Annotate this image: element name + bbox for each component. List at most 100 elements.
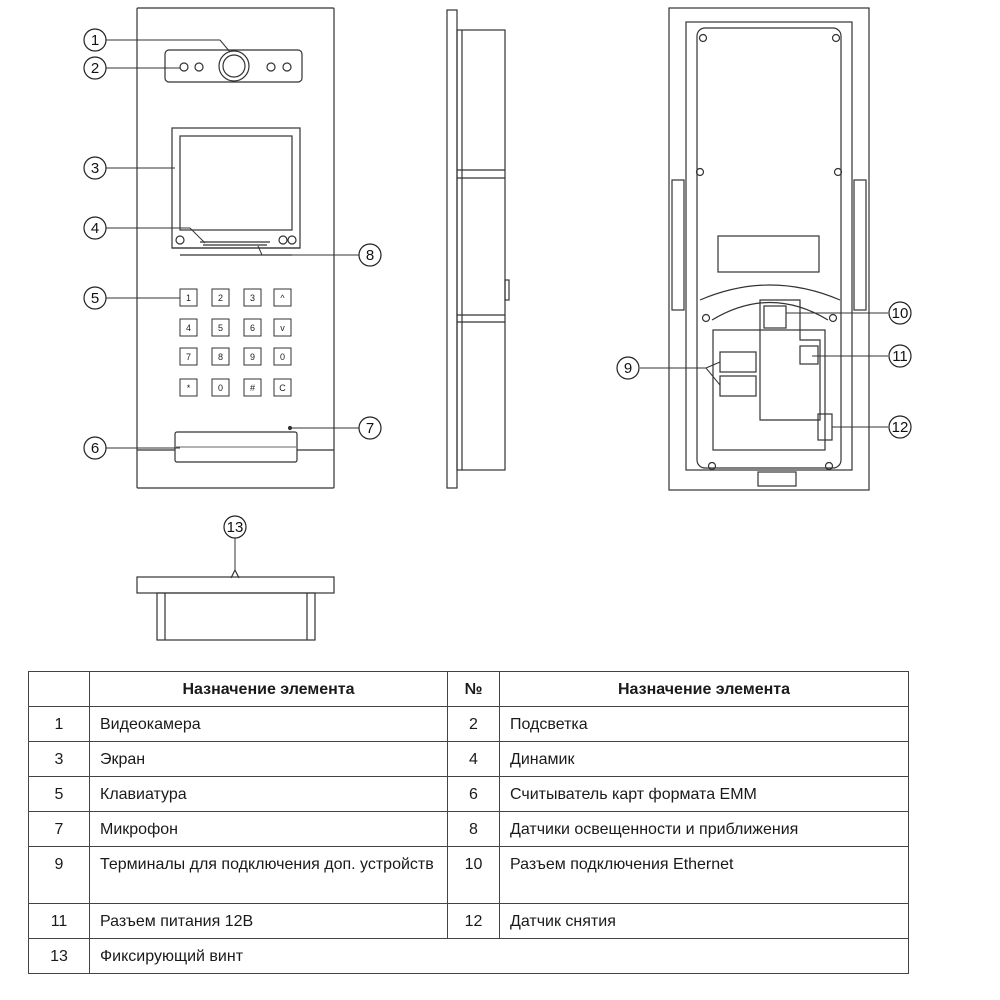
item-number: 2 <box>447 706 500 742</box>
item-description: Разъем питания 12В <box>89 903 448 939</box>
speaker-grille <box>200 241 270 246</box>
item-number: 5 <box>28 776 90 812</box>
callout-number: 13 <box>227 519 244 536</box>
keypad-key: 3 <box>243 288 262 307</box>
callout-number: 1 <box>91 32 99 49</box>
callout-1: 1 <box>83 28 107 52</box>
front-view <box>136 7 335 489</box>
keypad-key: # <box>243 378 262 397</box>
item-description: Видеокамера <box>89 706 448 742</box>
keypad: 1 2 3 ^ 4 5 6 v 7 8 9 0 * 0 # C <box>179 288 292 397</box>
callout-number: 6 <box>91 440 99 457</box>
header-num-left <box>28 671 90 707</box>
callout-number: 9 <box>624 360 632 377</box>
callout-number: 11 <box>892 348 908 365</box>
camera-lens <box>218 50 250 82</box>
keypad-key: 4 <box>179 318 198 337</box>
item-description: Подсветка <box>499 706 909 742</box>
side-view <box>446 9 510 489</box>
callout-7: 7 <box>358 416 382 440</box>
item-number: 10 <box>447 846 500 904</box>
item-number: 11 <box>28 903 90 939</box>
table-row: 7 Микрофон 8 Датчики освещенности и приб… <box>28 811 909 847</box>
callout-number: 5 <box>91 290 99 307</box>
legend-table: Назначение элемента № Назначение элемент… <box>28 671 909 974</box>
item-description: Экран <box>89 741 448 777</box>
item-number: 12 <box>447 903 500 939</box>
callout-2: 2 <box>83 56 107 80</box>
header-desc-right: Назначение элемента <box>499 671 909 707</box>
item-number: 9 <box>28 846 90 904</box>
keypad-key: 2 <box>211 288 230 307</box>
callout-13: 13 <box>223 515 247 539</box>
keypad-key-label: 0 <box>218 383 223 393</box>
power-connector <box>799 345 819 365</box>
keypad-key-label: 3 <box>250 293 255 303</box>
item-number: 3 <box>28 741 90 777</box>
microphone-hole <box>287 425 293 431</box>
callout-12: 12 <box>888 415 912 439</box>
callout-number: 8 <box>366 247 374 264</box>
keypad-key: 1 <box>179 288 198 307</box>
item-description: Разъем подключения Ethernet <box>499 846 909 904</box>
keypad-key-label: C <box>279 383 286 393</box>
table-row: 13 Фиксирующий винт <box>28 938 909 974</box>
keypad-key: 9 <box>243 347 262 366</box>
keypad-key-label: 5 <box>218 323 223 333</box>
bottom-view <box>136 568 335 641</box>
back-view <box>668 7 870 491</box>
callout-number: 4 <box>91 220 99 237</box>
item-number: 1 <box>28 706 90 742</box>
table-row: 11 Разъем питания 12В 12 Датчик снятия <box>28 903 909 939</box>
keypad-key: ^ <box>273 288 292 307</box>
keypad-key-label: * <box>187 383 191 393</box>
callout-10: 10 <box>888 301 912 325</box>
keypad-key-label: 8 <box>218 352 223 362</box>
callout-5: 5 <box>83 286 107 310</box>
keypad-key-label: 6 <box>250 323 255 333</box>
item-description: Терминалы для подключения доп. устройств <box>89 846 448 904</box>
item-number: 13 <box>28 938 90 974</box>
item-number: 8 <box>447 811 500 847</box>
keypad-key: * <box>179 378 198 397</box>
item-description: Динамик <box>499 741 909 777</box>
terminal-block <box>712 329 826 451</box>
card-reader <box>174 431 298 463</box>
item-number: 4 <box>447 741 500 777</box>
header-num-right: № <box>447 671 500 707</box>
keypad-key: 6 <box>243 318 262 337</box>
item-description: Клавиатура <box>89 776 448 812</box>
keypad-key-label: 4 <box>186 323 191 333</box>
item-description: Фиксирующий винт <box>89 938 909 974</box>
item-number: 7 <box>28 811 90 847</box>
keypad-key-label: 2 <box>218 293 223 303</box>
keypad-key-label: # <box>250 383 255 393</box>
keypad-key-label: 9 <box>250 352 255 362</box>
callout-number: 3 <box>91 160 99 177</box>
table-row: 1 Видеокамера 2 Подсветка <box>28 706 909 742</box>
item-number: 6 <box>447 776 500 812</box>
keypad-key-label: 7 <box>186 352 191 362</box>
keypad-key: 8 <box>211 347 230 366</box>
callout-3: 3 <box>83 156 107 180</box>
backlight-led <box>179 62 189 72</box>
callout-8: 8 <box>358 243 382 267</box>
table-row: 9 Терминалы для подключения доп. устройс… <box>28 846 909 904</box>
callout-number: 10 <box>892 305 909 322</box>
camera-panel <box>164 49 303 83</box>
item-description: Микрофон <box>89 811 448 847</box>
item-description: Датчик снятия <box>499 903 909 939</box>
callout-9: 9 <box>616 356 640 380</box>
keypad-key: 0 <box>273 347 292 366</box>
keypad-key: 7 <box>179 347 198 366</box>
callout-4: 4 <box>83 216 107 240</box>
keypad-key-label: 0 <box>280 352 285 362</box>
keypad-key: C <box>273 378 292 397</box>
table-row: 3 Экран 4 Динамик <box>28 741 909 777</box>
keypad-key: v <box>273 318 292 337</box>
callout-number: 2 <box>91 60 99 77</box>
callout-11: 11 <box>888 344 912 368</box>
header-desc-left: Назначение элемента <box>89 671 448 707</box>
